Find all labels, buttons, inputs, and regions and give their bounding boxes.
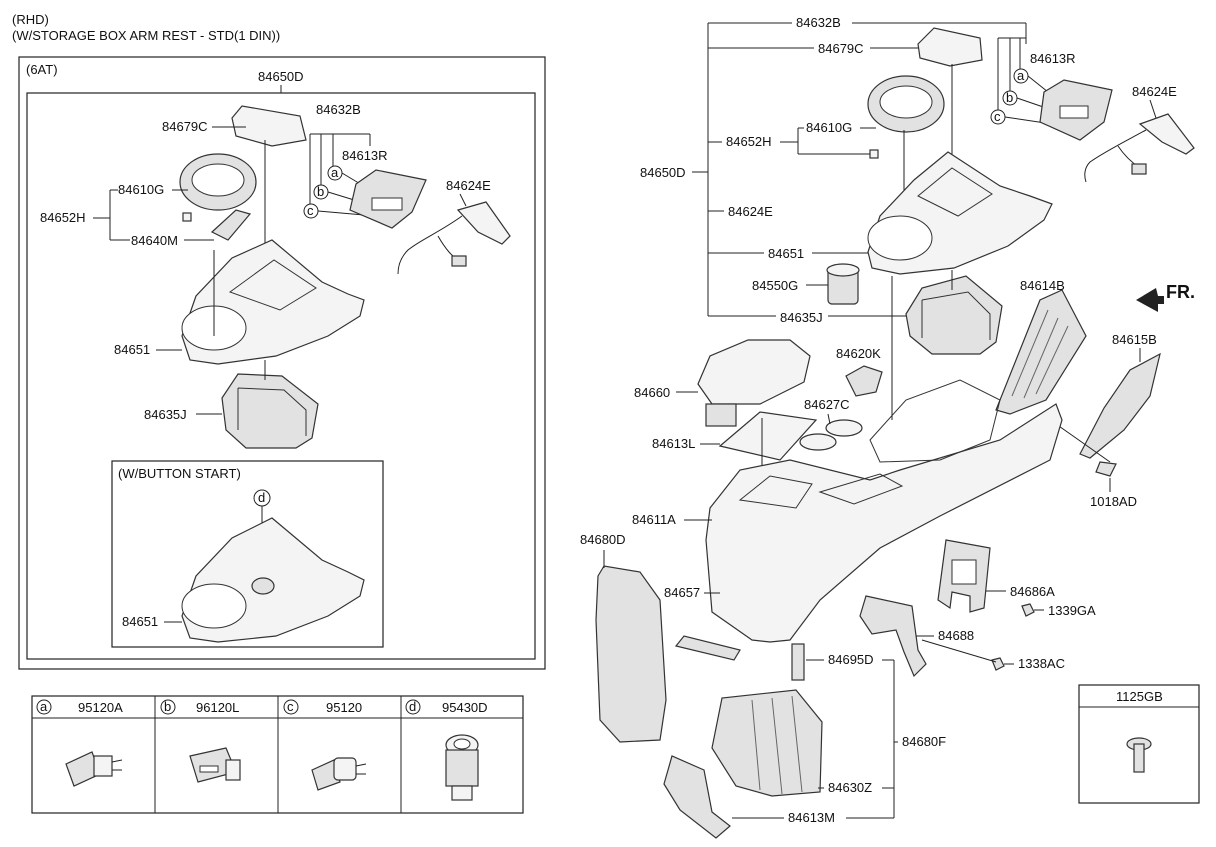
left-console-lid bbox=[231, 105, 307, 147]
nut-1338ac-icon bbox=[991, 657, 1005, 671]
label-84632b-right: 84632B bbox=[796, 15, 841, 30]
label-84651-left: 84651 bbox=[114, 342, 150, 357]
right-side-panel-84615b bbox=[1079, 352, 1161, 459]
legend-c-socket-drawing bbox=[311, 757, 367, 791]
label-84640m-left: 84640M bbox=[131, 233, 178, 248]
label-84630z-right: 84630Z bbox=[828, 780, 872, 795]
label-84611a-right: 84611A bbox=[632, 512, 676, 527]
legend-c-callout bbox=[283, 699, 299, 715]
right-part-84695d bbox=[791, 643, 805, 681]
svg-text:a: a bbox=[331, 165, 339, 180]
label-84613m-right: 84613M bbox=[788, 810, 835, 825]
label-84652h-right: 84652H bbox=[726, 134, 772, 149]
legend-c-part: 95120 bbox=[326, 700, 362, 715]
label-1125gb: 1125GB bbox=[1116, 689, 1163, 704]
label-84632b-left: 84632B bbox=[316, 102, 361, 117]
legend-a-socket-drawing bbox=[65, 751, 123, 787]
label-84615b-right: 84615B bbox=[1112, 332, 1157, 347]
left-trim-84640m bbox=[210, 209, 252, 241]
svg-text:b: b bbox=[1006, 90, 1013, 105]
right-console-lid bbox=[917, 27, 983, 67]
label-84610g-right: 84610G bbox=[806, 120, 852, 135]
label-84613r-right: 84613R bbox=[1030, 51, 1076, 66]
label-84635j-left: 84635J bbox=[144, 407, 187, 422]
button-start-title: (W/BUTTON START) bbox=[118, 466, 241, 481]
bolt-1125gb-icon bbox=[1126, 737, 1152, 773]
legend-d-ignition-drawing bbox=[445, 734, 479, 801]
header-rhd: (RHD) bbox=[12, 12, 49, 27]
right-cup-ring-1 bbox=[799, 433, 837, 451]
label-84657-right: 84657 bbox=[664, 585, 700, 600]
right-armrest-84660 bbox=[697, 339, 811, 405]
button-start-box bbox=[111, 460, 384, 648]
right-trim-84657 bbox=[674, 635, 741, 661]
svg-text:b: b bbox=[317, 184, 324, 199]
svg-text:c: c bbox=[287, 699, 294, 714]
label-84550g-right: 84550G bbox=[752, 278, 798, 293]
label-84679c-right: 84679C bbox=[818, 41, 864, 56]
left-harness-bracket bbox=[456, 201, 511, 245]
svg-text:a: a bbox=[1017, 68, 1025, 83]
label-1018ad-right: 1018AD bbox=[1090, 494, 1137, 509]
label-84679c-left: 84679C bbox=[162, 119, 208, 134]
label-84614b-right: 84614B bbox=[1020, 278, 1065, 293]
front-marker-label: FR. bbox=[1166, 282, 1195, 302]
label-84680d-right: 84680D bbox=[580, 532, 626, 547]
bolt-box-1125gb bbox=[1078, 684, 1200, 804]
right-mat-84613l bbox=[718, 411, 818, 461]
label-84651-right: 84651 bbox=[768, 246, 804, 261]
label-84650d-left: 84650D bbox=[258, 69, 304, 84]
label-84680f-right: 84680F bbox=[902, 734, 946, 749]
left-console-base-84635j bbox=[221, 373, 319, 449]
svg-text:a: a bbox=[40, 699, 48, 714]
label-84686a-right: 84686A bbox=[1010, 584, 1055, 599]
screw-1018ad-icon bbox=[1095, 461, 1117, 477]
legend-d-part: 95430D bbox=[442, 700, 488, 715]
label-84624e-right: 84624E bbox=[728, 204, 773, 219]
legend-b-part: 96120L bbox=[196, 700, 239, 715]
tag-6at: (6AT) bbox=[26, 62, 58, 77]
right-console-base-84635j bbox=[905, 275, 1003, 355]
label-84624e-left: 84624E bbox=[446, 178, 491, 193]
right-harness-bracket bbox=[1138, 113, 1195, 155]
label-84660-right: 84660 bbox=[634, 385, 670, 400]
svg-text:c: c bbox=[994, 109, 1001, 124]
label-1339ga-right: 1339GA bbox=[1048, 603, 1096, 618]
label-84620k-right: 84620K bbox=[836, 346, 881, 361]
right-bracket-84688 bbox=[859, 595, 927, 678]
label-84695d-right: 84695D bbox=[828, 652, 874, 667]
svg-text:d: d bbox=[409, 699, 416, 714]
label-84651-button-start: 84651 bbox=[122, 614, 158, 629]
label-84613r-left: 84613R bbox=[342, 148, 388, 163]
legend-a-callout bbox=[36, 699, 52, 715]
front-arrow-icon bbox=[1136, 288, 1164, 312]
right-cup-ring-2 bbox=[825, 419, 863, 437]
right-cover-84620k bbox=[845, 365, 883, 397]
nut-1339ga-icon bbox=[1021, 603, 1035, 617]
legend-b-callout bbox=[160, 699, 176, 715]
label-84627c-right: 84627C bbox=[804, 397, 850, 412]
label-84652h-left: 84652H bbox=[40, 210, 86, 225]
label-84613l-right: 84613L bbox=[652, 436, 695, 451]
label-84610g-left: 84610G bbox=[118, 182, 164, 197]
right-side-panel-84614b bbox=[995, 289, 1087, 415]
legend-b-usb-drawing bbox=[189, 747, 241, 783]
right-main-console-84611a bbox=[705, 403, 1063, 643]
legend-d-callout bbox=[405, 699, 421, 715]
right-bracket-84613m bbox=[663, 755, 731, 839]
svg-text:d: d bbox=[258, 490, 265, 505]
label-84635j-right: 84635J bbox=[780, 310, 823, 325]
svg-text:c: c bbox=[307, 203, 314, 218]
label-84650d-right: 84650D bbox=[640, 165, 686, 180]
label-84624e-right-top: 84624E bbox=[1132, 84, 1177, 99]
label-84688-right: 84688 bbox=[938, 628, 974, 643]
legend-a-part: 95120A bbox=[78, 700, 123, 715]
right-front-panel-84680d bbox=[595, 565, 667, 743]
right-storage-box-84630z bbox=[711, 689, 823, 797]
left-panel-frame bbox=[18, 56, 546, 670]
label-1338ac-right: 1338AC bbox=[1018, 656, 1065, 671]
svg-text:b: b bbox=[164, 699, 171, 714]
header-variant: (W/STORAGE BOX ARM REST - STD(1 DIN)) bbox=[12, 28, 280, 43]
